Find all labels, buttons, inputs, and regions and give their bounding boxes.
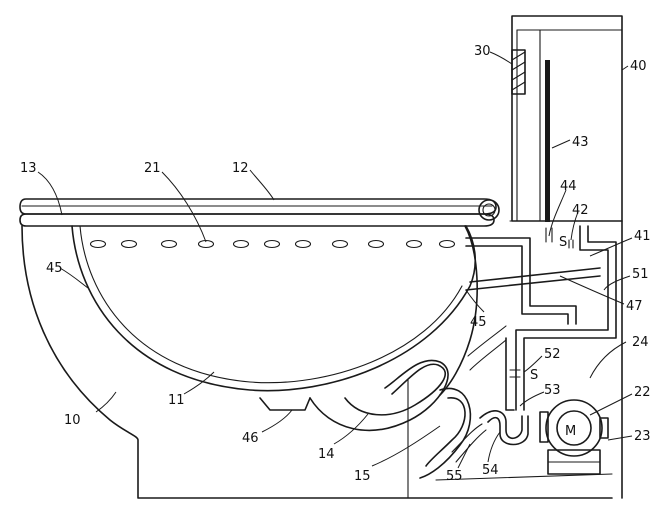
label-13: 13 [20, 161, 37, 176]
tank-valves: S [559, 235, 574, 250]
label-51: 51 [632, 267, 649, 282]
label-21: 21 [144, 161, 161, 176]
leader-lines [37, 51, 633, 469]
label-55: 55 [446, 469, 463, 484]
label-14: 14 [318, 447, 335, 462]
label-45-right: 45 [470, 315, 487, 330]
label-15: 15 [354, 469, 371, 484]
bypass-pipe [465, 225, 617, 411]
bowl [71, 225, 476, 392]
label-45-left: 45 [46, 261, 63, 276]
motor-letter: M [565, 424, 576, 439]
label-52: 52 [544, 347, 561, 362]
label-47: 47 [626, 299, 643, 314]
label-41: 41 [634, 229, 651, 244]
sensor-box [511, 49, 526, 95]
pump-pipes: S [451, 337, 538, 463]
label-42: 42 [572, 203, 589, 218]
label-54: 54 [482, 463, 499, 478]
reference-labels: 10 11 12 13 14 15 21 22 23 24 30 40 41 4… [20, 44, 651, 484]
pump-motor: M [539, 399, 609, 475]
label-46: 46 [242, 431, 259, 446]
valve-52-letter: S [530, 368, 538, 383]
label-40: 40 [630, 59, 647, 74]
label-24: 24 [632, 335, 649, 350]
label-53: 53 [544, 383, 561, 398]
toilet-body [21, 220, 623, 499]
level-rod [545, 60, 550, 222]
label-23: 23 [634, 429, 651, 444]
label-12: 12 [232, 161, 249, 176]
label-30: 30 [474, 44, 491, 59]
drain-outlet [467, 325, 507, 371]
seat-lid [19, 198, 500, 227]
rim-nozzles [89, 239, 456, 249]
valve-letter: S [559, 235, 567, 250]
label-43: 43 [572, 135, 589, 150]
label-22: 22 [634, 385, 651, 400]
rim-pipe [465, 237, 577, 325]
jet-outlet [259, 397, 311, 411]
label-44: 44 [560, 179, 577, 194]
label-11: 11 [168, 393, 185, 408]
label-10: 10 [64, 413, 81, 428]
